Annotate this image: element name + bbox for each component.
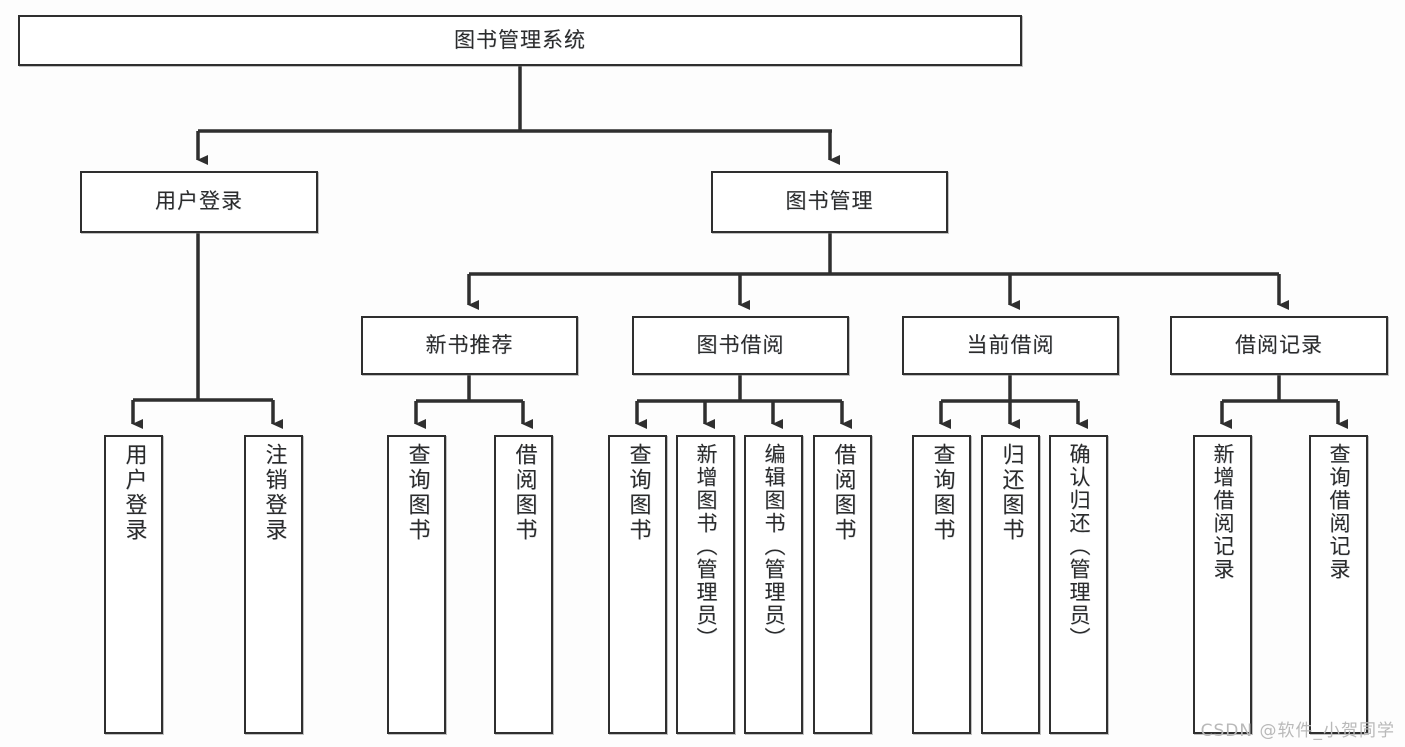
node-root-system[interactable]: 图书管理系统 — [18, 15, 1022, 66]
leaf-label: 查询图书 — [404, 443, 430, 543]
leaf-query-book-current[interactable]: 查询图书 — [912, 435, 971, 734]
node-label: 新书推荐 — [425, 332, 514, 357]
leaf-label: 新增借阅记录 — [1211, 443, 1235, 581]
leaf-query-borrow-record[interactable]: 查询借阅记录 — [1309, 435, 1368, 734]
leaf-label: 查询图书 — [929, 443, 955, 543]
node-user-login[interactable]: 用户登录 — [80, 171, 318, 233]
leaf-label: 归还图书 — [998, 443, 1024, 543]
leaf-label: 借阅图书 — [511, 443, 537, 543]
leaf-return-book[interactable]: 归还图书 — [981, 435, 1040, 734]
leaf-query-book-borrow[interactable]: 查询图书 — [608, 435, 667, 734]
leaf-label: 借阅图书 — [830, 443, 856, 543]
leaf-user-login[interactable]: 用户登录 — [104, 435, 163, 734]
leaf-borrow-book-new[interactable]: 借阅图书 — [494, 435, 553, 734]
leaf-confirm-return-admin[interactable]: 确认归还（管理员） — [1049, 435, 1108, 734]
leaf-label: 注销登录 — [261, 443, 287, 543]
node-current-borrow[interactable]: 当前借阅 — [902, 316, 1119, 375]
leaf-query-book-new[interactable]: 查询图书 — [387, 435, 446, 734]
leaf-label: 编辑图书（管理员） — [762, 443, 786, 650]
leaf-borrow-book[interactable]: 借阅图书 — [813, 435, 872, 734]
leaf-label: 查询借阅记录 — [1327, 443, 1351, 581]
node-label: 当前借阅 — [966, 332, 1055, 357]
node-label: 图书管理 — [785, 189, 874, 214]
node-label: 用户登录 — [155, 189, 243, 214]
leaf-add-borrow-record[interactable]: 新增借阅记录 — [1193, 435, 1252, 734]
leaf-label: 用户登录 — [121, 443, 147, 543]
node-borrow-record[interactable]: 借阅记录 — [1170, 316, 1388, 375]
leaf-add-book-admin[interactable]: 新增图书（管理员） — [676, 435, 735, 734]
node-book-borrow[interactable]: 图书借阅 — [632, 316, 849, 375]
node-label: 图书借阅 — [696, 332, 785, 357]
leaf-label: 确认归还（管理员） — [1067, 443, 1091, 650]
leaf-logout[interactable]: 注销登录 — [244, 435, 303, 734]
leaf-label: 新增图书（管理员） — [694, 443, 718, 650]
leaf-edit-book-admin[interactable]: 编辑图书（管理员） — [744, 435, 803, 734]
node-label: 图书管理系统 — [454, 27, 586, 52]
node-book-management[interactable]: 图书管理 — [711, 171, 948, 233]
node-new-book-recommend[interactable]: 新书推荐 — [361, 316, 578, 375]
node-label: 借阅记录 — [1235, 332, 1323, 357]
leaf-label: 查询图书 — [625, 443, 651, 543]
